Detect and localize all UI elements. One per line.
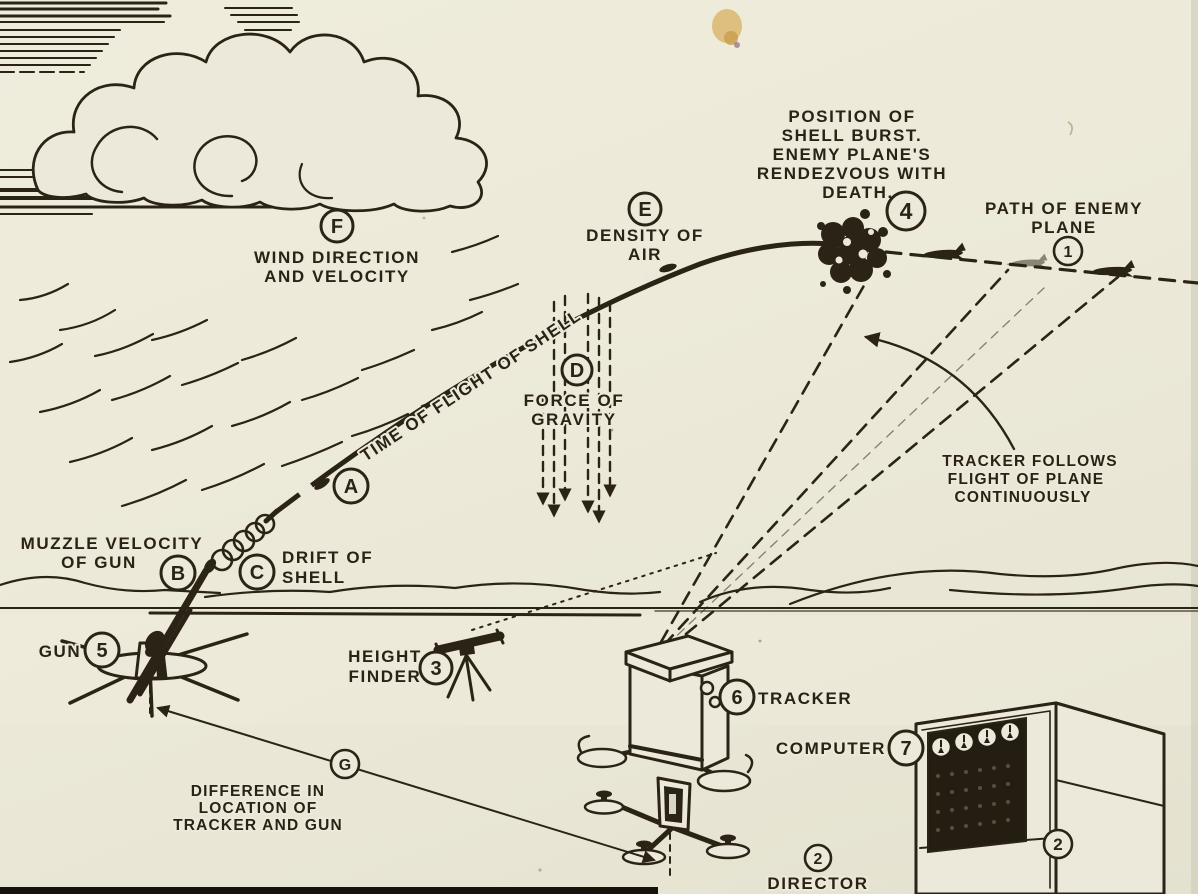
- svg-text:A: A: [344, 476, 358, 498]
- label-density-of-air: DENSITY OF AIR: [584, 224, 704, 266]
- svg-text:DRIFT OF: DRIFT OF: [282, 548, 373, 567]
- paper-stain: [422, 9, 1073, 872]
- svg-text:FORCE OF: FORCE OF: [524, 391, 625, 410]
- computer-knob-grid: [936, 764, 1010, 832]
- svg-text:LOCATION OF: LOCATION OF: [199, 800, 318, 817]
- label-computer: COMPUTER: [776, 739, 886, 758]
- computer-dials: [930, 721, 1021, 758]
- tracker-handle: [699, 680, 715, 696]
- svg-text:6: 6: [731, 687, 742, 709]
- label-director: DIRECTOR: [767, 874, 868, 893]
- marker-4: 4: [885, 190, 927, 232]
- svg-text:3: 3: [430, 658, 441, 680]
- wind-streaks: [8, 234, 520, 508]
- svg-text:C: C: [250, 562, 264, 584]
- scan-edge-shadow: [1191, 0, 1198, 894]
- svg-text:1: 1: [1064, 244, 1073, 261]
- label-drift-of-shell: DRIFT OF SHELL: [280, 546, 374, 589]
- shell-icon: [314, 478, 330, 490]
- tracker-sight-lines: [659, 268, 1120, 650]
- marker-E: E: [627, 191, 663, 227]
- marker-D: D: [560, 353, 594, 387]
- marker-G: G: [329, 748, 361, 780]
- svg-text:HEIGHT: HEIGHT: [348, 647, 422, 666]
- label-shell-burst: POSITION OF SHELL BURST. ENEMY PLANE'S R…: [755, 105, 948, 204]
- svg-text:DENSITY OF: DENSITY OF: [586, 226, 704, 245]
- marker-C: C: [238, 553, 276, 591]
- marker-F: F: [319, 208, 355, 244]
- shell-trajectory: [203, 240, 859, 574]
- marker-3: 3: [418, 650, 454, 686]
- label-tracker: TRACKER: [758, 689, 852, 708]
- marker-6: 6: [718, 678, 756, 716]
- label-gun: GUN: [39, 642, 82, 661]
- marker-5: 5: [83, 631, 121, 669]
- label-height-finder: HEIGHT FINDER: [346, 645, 422, 688]
- svg-text:B: B: [171, 563, 185, 585]
- enemy-flight-path: [884, 242, 1198, 285]
- computer-dial-panel: [927, 716, 1027, 854]
- svg-text:MUZZLE VELOCITY: MUZZLE VELOCITY: [21, 534, 204, 553]
- svg-text:4: 4: [900, 198, 913, 224]
- label-difference-location: DIFFERENCE IN LOCATION OF TRACKER AND GU…: [171, 781, 344, 836]
- svg-text:WIND DIRECTION: WIND DIRECTION: [254, 248, 420, 267]
- svg-text:G: G: [339, 757, 351, 774]
- svg-text:GRAVITY: GRAVITY: [531, 410, 617, 429]
- tracker-follow-arrow: [863, 332, 1016, 451]
- gravity-arrows: [536, 292, 617, 524]
- svg-text:2: 2: [1053, 835, 1062, 854]
- svg-text:SHELL BURST.: SHELL BURST.: [782, 126, 923, 145]
- shell-burst: [817, 209, 891, 294]
- label-force-of-gravity: FORCE OF GRAVITY: [522, 389, 625, 431]
- svg-text:E: E: [638, 199, 651, 221]
- svg-text:ENEMY PLANE'S: ENEMY PLANE'S: [773, 145, 932, 164]
- computer-cabinet-illustration: [914, 701, 1166, 894]
- svg-text:TRACKER AND GUN: TRACKER AND GUN: [173, 817, 343, 834]
- svg-text:FLIGHT OF PLANE: FLIGHT OF PLANE: [948, 471, 1105, 488]
- svg-text:F: F: [331, 216, 343, 238]
- svg-text:OF GUN: OF GUN: [61, 553, 137, 572]
- label-time-of-flight: TIME OF FLIGHT OF SHELL: [357, 306, 585, 466]
- gun-tracker-distance-line: [149, 677, 656, 863]
- svg-text:7: 7: [900, 738, 911, 760]
- marker-2-cabinet: 2: [1042, 828, 1074, 860]
- enemy-plane-icon: [916, 242, 967, 263]
- marker-1: 1: [1052, 235, 1084, 267]
- label-path-of-enemy-plane: PATH OF ENEMY PLANE: [983, 197, 1143, 239]
- svg-text:RENDEZVOUS WITH: RENDEZVOUS WITH: [757, 164, 947, 183]
- svg-text:D: D: [570, 360, 584, 382]
- marker-A: A: [332, 467, 370, 505]
- height-finder-illustration: [433, 628, 505, 702]
- marker-7: 7: [887, 729, 925, 767]
- svg-text:POSITION OF: POSITION OF: [788, 107, 915, 126]
- height-finder-sight-line: [471, 552, 717, 631]
- horizon-hills: [0, 561, 1198, 617]
- svg-text:PLANE: PLANE: [1031, 218, 1097, 237]
- marker-2-director: 2: [803, 843, 833, 873]
- svg-text:TRACKER FOLLOWS: TRACKER FOLLOWS: [942, 453, 1118, 470]
- cloud-illustration: [31, 32, 488, 213]
- svg-text:SHELL: SHELL: [282, 568, 346, 587]
- svg-text:FINDER: FINDER: [349, 667, 422, 686]
- tracker-handle: [708, 695, 722, 709]
- svg-text:5: 5: [96, 640, 107, 662]
- marker-B: B: [159, 554, 197, 592]
- label-tracker-follows: TRACKER FOLLOWS FLIGHT OF PLANE CONTINUO…: [940, 451, 1118, 508]
- svg-text:DEATH.: DEATH.: [822, 183, 894, 202]
- svg-text:DIFFERENCE IN: DIFFERENCE IN: [191, 783, 325, 800]
- svg-text:PATH OF ENEMY: PATH OF ENEMY: [985, 199, 1143, 218]
- svg-text:AIR: AIR: [628, 245, 662, 264]
- svg-text:2: 2: [814, 851, 823, 868]
- shell-icon: [659, 263, 677, 273]
- svg-text:AND VELOCITY: AND VELOCITY: [264, 267, 410, 286]
- scan-bottom-strip: [0, 887, 658, 894]
- label-muzzle-velocity: MUZZLE VELOCITY OF GUN: [19, 532, 204, 574]
- enemy-plane-icon: [1085, 259, 1136, 280]
- label-wind-direction: WIND DIRECTION AND VELOCITY: [252, 246, 420, 288]
- svg-text:CONTINUOUSLY: CONTINUOUSLY: [955, 489, 1092, 506]
